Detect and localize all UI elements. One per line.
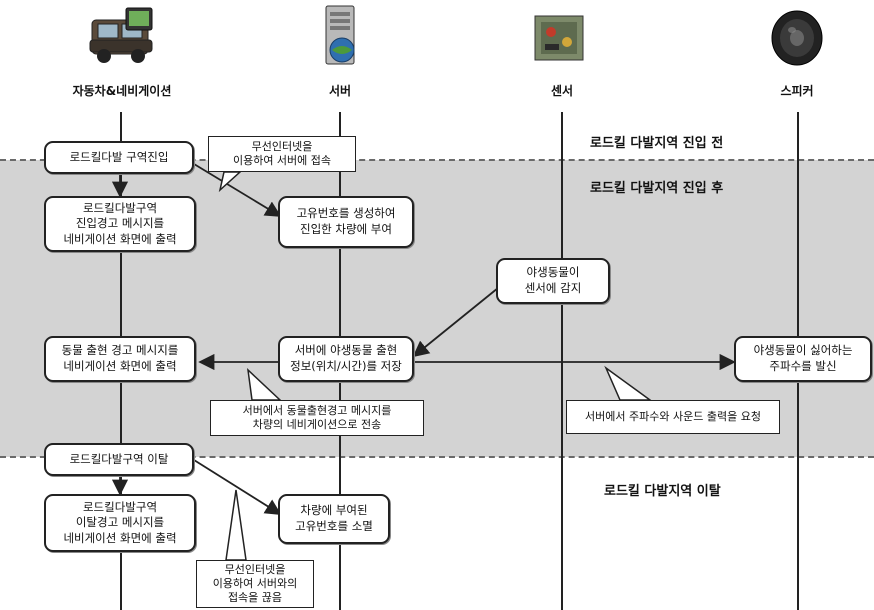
speaker-icon — [771, 10, 823, 66]
sensor-icon — [534, 15, 584, 61]
server-icon — [325, 5, 355, 65]
box-speaker-emit: 야생동물이 싫어하는 주파수를 발신 — [734, 336, 872, 382]
callout-send-warning: 서버에서 동물출현경고 메시지를 차량의 네비게이션으로 전송 — [210, 400, 424, 436]
callout-tail-send — [246, 368, 282, 401]
callout-tail-connect — [218, 171, 242, 193]
callout-connect-server: 무선인터넷을 이용하여 서버에 접속 — [208, 136, 356, 172]
box-sensor-detect: 야생동물이 센서에 감지 — [496, 258, 610, 304]
box-server-store: 서버에 야생동물 출현 정보(위치/시간)를 저장 — [278, 336, 414, 382]
box-exit-zone: 로드킬다발구역 이탈 — [44, 443, 194, 476]
actor-car-navigation-label: 자동차&네비게이션 — [72, 84, 172, 98]
arrow-sensor-to-server — [412, 287, 499, 358]
box-remove-id: 차량에 부여된 고유번호를 소멸 — [278, 494, 390, 544]
sensor-lifeline — [561, 112, 563, 610]
zone-label-after-entry: 로드킬 다발지역 진입 후 — [590, 181, 724, 196]
zone-end-divider — [0, 456, 874, 458]
actor-server-label: 서버 — [328, 84, 352, 98]
zone-start-divider — [0, 159, 874, 161]
callout-disconnect: 무선인터넷을 이용하여 서버와의 접속을 끊음 — [196, 560, 314, 608]
actor-sensor-label: 센서 — [550, 84, 574, 98]
callout-tail-disconnect — [225, 489, 247, 561]
car-navigation-icon — [89, 7, 153, 63]
box-animal-warning: 동물 출현 경고 메시지를 네비게이션 화면에 출력 — [44, 336, 196, 382]
zone-label-before-entry: 로드킬 다발지역 진입 전 — [590, 136, 724, 151]
box-exit-warning: 로드킬다발구역 이탈경고 메시지를 네비게이션 화면에 출력 — [44, 494, 196, 552]
arrow-exit-to-remove-id — [193, 459, 282, 515]
zone-label-exit: 로드킬 다발지역 이탈 — [604, 484, 721, 499]
box-entry-warning: 로드킬다발구역 진입경고 메시지를 네비게이션 화면에 출력 — [44, 196, 196, 252]
callout-request-sound: 서버에서 주파수와 사운드 출력을 요청 — [566, 400, 780, 434]
callout-tail-request — [604, 365, 653, 401]
box-assign-id: 고유번호를 생성하여 진입한 차량에 부여 — [278, 196, 414, 248]
actor-speaker-label: 스피커 — [780, 84, 814, 98]
box-enter-zone: 로드킬다발 구역진입 — [44, 141, 194, 174]
arrow-enter-to-assign-id — [193, 163, 282, 217]
